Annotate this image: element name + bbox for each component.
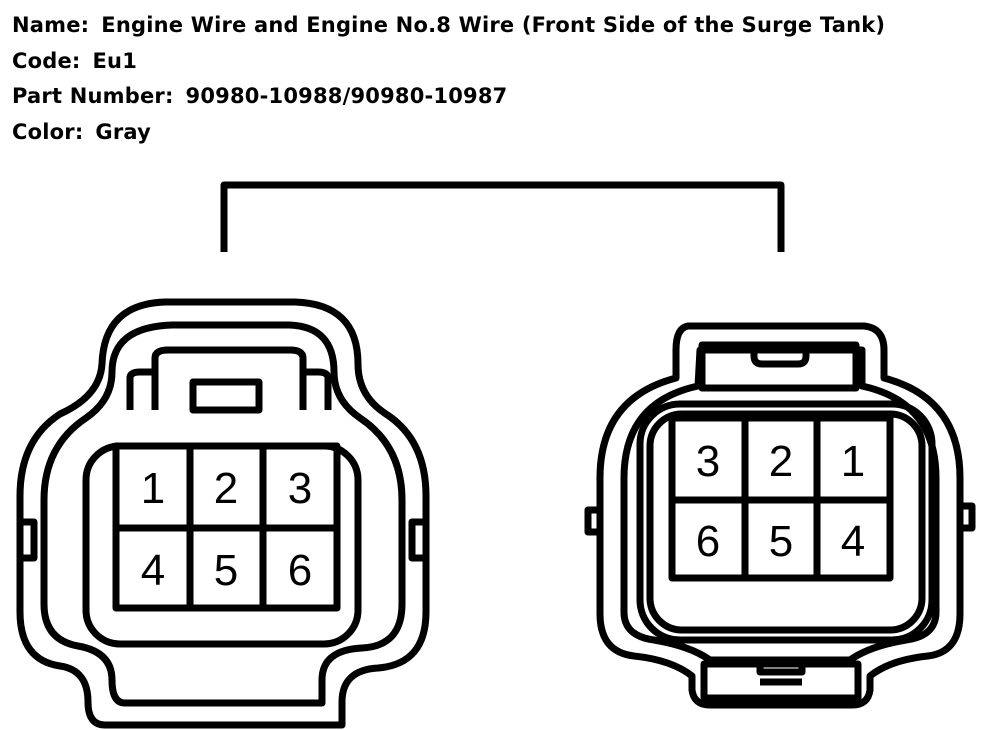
left-side-nub — [20, 518, 38, 562]
right-pin-6: 6 — [696, 517, 720, 566]
right-pin-5: 5 — [769, 517, 793, 566]
color-value: Gray — [95, 119, 152, 144]
left-housing-outer — [16, 298, 430, 729]
right-connector — [584, 322, 976, 709]
left-lock-button — [189, 378, 263, 414]
name-value: Engine Wire and Engine No.8 Wire (Front … — [101, 13, 886, 37]
right-pin-2: 2 — [769, 437, 793, 486]
part-number-row: Part Number: 90980-10988/90980-10987 — [12, 79, 885, 115]
code-label: Code: — [12, 48, 81, 73]
right-top-notch — [750, 345, 810, 368]
right-pin-cavity — [636, 400, 936, 644]
code-row: Code: Eu1 — [12, 44, 885, 80]
right-bottom-latch — [700, 660, 862, 702]
left-connector — [16, 298, 430, 729]
mating-bracket — [220, 181, 785, 252]
right-side-nub-left-connector — [408, 518, 426, 562]
left-pin-1: 1 — [141, 464, 165, 513]
left-housing-inner — [40, 321, 406, 707]
right-pin-cavity-inner — [646, 410, 926, 634]
part-number-label: Part Number: — [12, 84, 174, 108]
right-pin-3: 3 — [696, 437, 720, 486]
color-label: Color: — [12, 119, 84, 144]
right-right-nub — [960, 502, 976, 532]
part-number-value: 90980-10988/90980-10987 — [185, 84, 508, 108]
left-lock-latch — [126, 346, 332, 410]
right-bottom-tab — [756, 664, 806, 676]
right-pin-4: 4 — [841, 517, 865, 566]
name-row: Name: Engine Wire and Engine No.8 Wire (F… — [12, 8, 885, 44]
right-pin-1: 1 — [841, 437, 865, 486]
code-value: Eu1 — [92, 48, 138, 73]
right-left-nub — [584, 506, 600, 536]
right-housing-outer — [596, 322, 964, 709]
left-pin-3: 3 — [288, 464, 312, 513]
left-pin-6: 6 — [288, 546, 312, 595]
color-row: Color: Gray — [12, 115, 885, 151]
left-pin-4: 4 — [141, 546, 165, 595]
left-pin-2: 2 — [214, 464, 238, 513]
left-pin-5: 5 — [214, 546, 238, 595]
name-label: Name: — [12, 13, 90, 37]
connector-info: Name: Engine Wire and Engine No.8 Wire (F… — [12, 8, 885, 150]
